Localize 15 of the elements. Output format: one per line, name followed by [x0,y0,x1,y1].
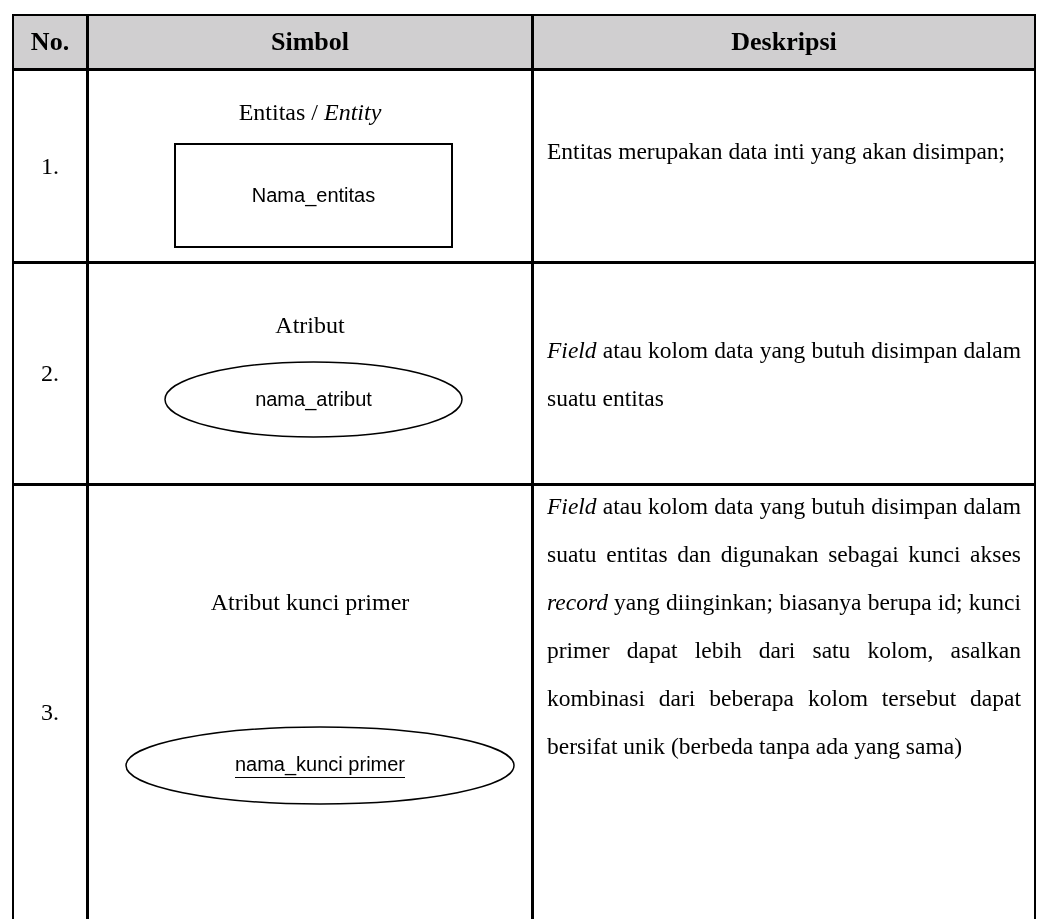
column-header: Simbol [271,27,349,57]
row-number: 3. [41,698,59,726]
description-text: Field atau kolom data yang butuh disimpan dalam suatu entitas [546,335,1022,413]
row-number: 1. [41,152,59,180]
column-header: No. [30,27,70,57]
key-attribute-ellipse: nama_kunci primer [125,726,515,805]
description-text: Entitas merupakan data inti yang akan disimpan; [546,137,1007,166]
symbol-caption: Atribut [274,312,346,339]
attribute-ellipse: nama_atribut [164,361,463,438]
row-number: 2. [41,360,59,387]
symbol-caption: Atribut kunci primer [209,589,411,616]
column-header: Deskripsi [731,27,837,57]
description-text: Field atau kolom data yang butuh disimpan dalam suatu entitas dan digunakan sebagai kunci akses record yang diinginkan; biasanya berupa id; kunci primer dapat lebih dari satu kolom, asalkan kombinasi dari beberapa kolom tersebut dapat bersifat unik (berbeda tanpa ada yang sama) [546,492,1022,761]
entity-box: Nama_entitas [174,143,453,248]
symbol-caption: Entitas / Entity [237,99,383,126]
